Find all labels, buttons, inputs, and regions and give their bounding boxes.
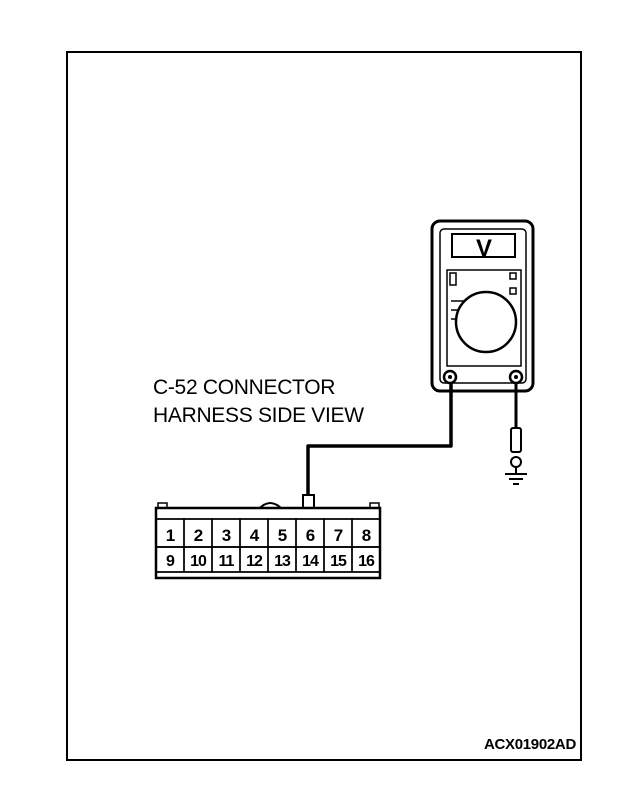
terminal-number: 3	[222, 526, 231, 545]
voltmeter-display	[451, 233, 516, 258]
terminal-number: 14	[302, 553, 319, 570]
voltmeter-negative-jack-center	[514, 375, 518, 379]
voltmeter-range-button	[509, 287, 517, 295]
figure-code: ACX01902AD	[483, 736, 576, 753]
connector-subtitle: HARNESS SIDE VIEW	[153, 404, 364, 427]
voltmeter-face	[446, 269, 522, 367]
negative-probe	[510, 427, 522, 453]
positive-test-lead	[306, 383, 453, 508]
terminal-number: 16	[358, 553, 375, 570]
voltmeter-positive-jack-center	[448, 375, 452, 379]
voltmeter-display-text: V	[476, 235, 492, 262]
terminal-number: 11	[219, 553, 235, 570]
connector-title: C-52 CONNECTOR	[153, 376, 336, 399]
ground-clip	[510, 456, 522, 468]
terminal-number: 1	[166, 526, 175, 545]
terminal-number: 5	[278, 526, 287, 545]
terminal-number: 8	[362, 526, 371, 545]
voltmeter-indicator	[449, 272, 457, 286]
terminal-cell	[351, 546, 381, 573]
terminal-number: 2	[194, 526, 203, 545]
terminal-number: 10	[190, 553, 207, 570]
terminal-number: 15	[330, 553, 347, 570]
terminal-number: 6	[306, 526, 315, 545]
voltmeter-mode-button	[509, 272, 517, 280]
terminal-number: 9	[166, 553, 175, 570]
terminal-number: 4	[250, 526, 260, 545]
diagram-frame	[66, 51, 582, 761]
voltmeter: V	[430, 219, 535, 393]
ground-icon	[505, 467, 527, 485]
voltmeter-inner-border	[439, 228, 527, 384]
terminal-number: 7	[334, 526, 343, 545]
terminal-number: 12	[246, 553, 263, 570]
voltmeter-dial	[454, 290, 518, 354]
terminal-number: 13	[274, 553, 291, 570]
connector-latch-tabs	[157, 502, 380, 507]
